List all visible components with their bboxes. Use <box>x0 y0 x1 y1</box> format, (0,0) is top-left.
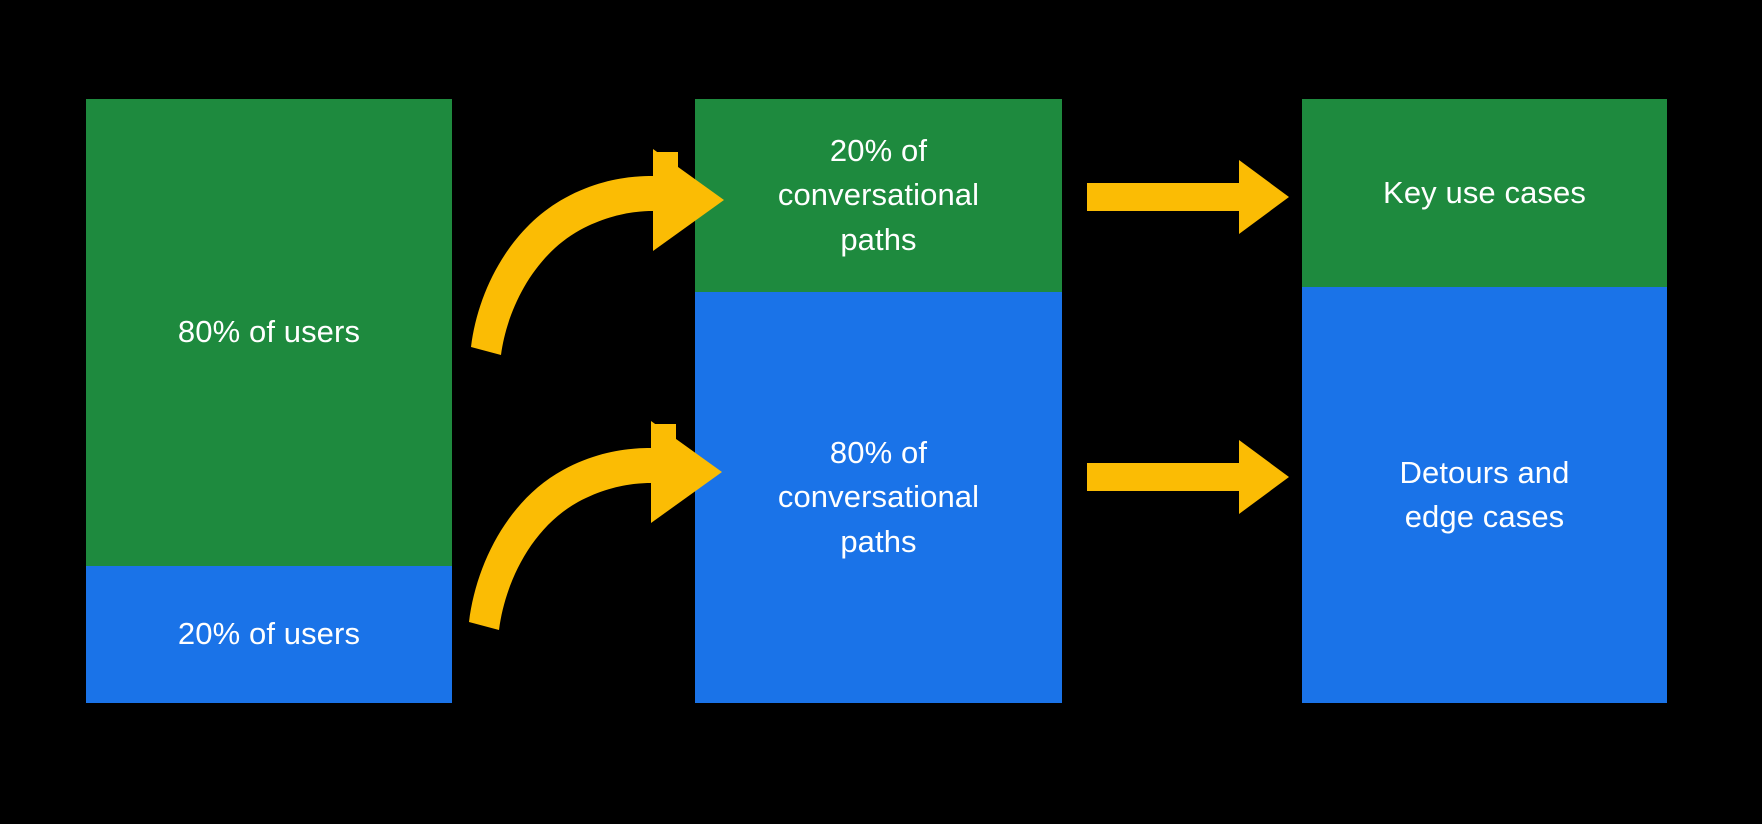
segment-users-majority: 80% of users <box>86 99 452 566</box>
segment-label-users-minority: 20% of users <box>177 616 361 652</box>
segment-label-key-use-cases: Key use cases <box>1383 174 1586 210</box>
segment-users-minority: 20% of users <box>86 566 452 703</box>
segment-paths-majority: 80% of conversational paths <box>695 292 1062 703</box>
arrow-users-minority-to-paths-majority-icon <box>469 421 722 630</box>
segment-paths-minority: 20% of conversational paths <box>695 99 1062 292</box>
segment-label-paths-minority: 20% of conversational paths <box>777 133 980 257</box>
segment-key-use-cases: Key use cases <box>1302 99 1667 287</box>
arrow-users-majority-to-paths-minority-icon <box>471 149 724 355</box>
arrow-paths-minority-to-key-use-cases-icon <box>1087 160 1289 234</box>
users-column: 80% of users 20% of users <box>86 99 452 703</box>
use-cases-column: Key use cases Detours and edge cases <box>1302 99 1667 703</box>
segment-label-users-majority: 80% of users <box>177 314 361 350</box>
arrow-paths-majority-to-detours-icon <box>1087 440 1289 514</box>
segment-detours-edge-cases: Detours and edge cases <box>1302 287 1667 703</box>
conversational-paths-column: 20% of conversational paths 80% of conve… <box>695 99 1062 703</box>
segment-label-detours-edge-cases: Detours and edge cases <box>1399 454 1570 534</box>
segment-label-paths-majority: 80% of conversational paths <box>777 435 980 559</box>
